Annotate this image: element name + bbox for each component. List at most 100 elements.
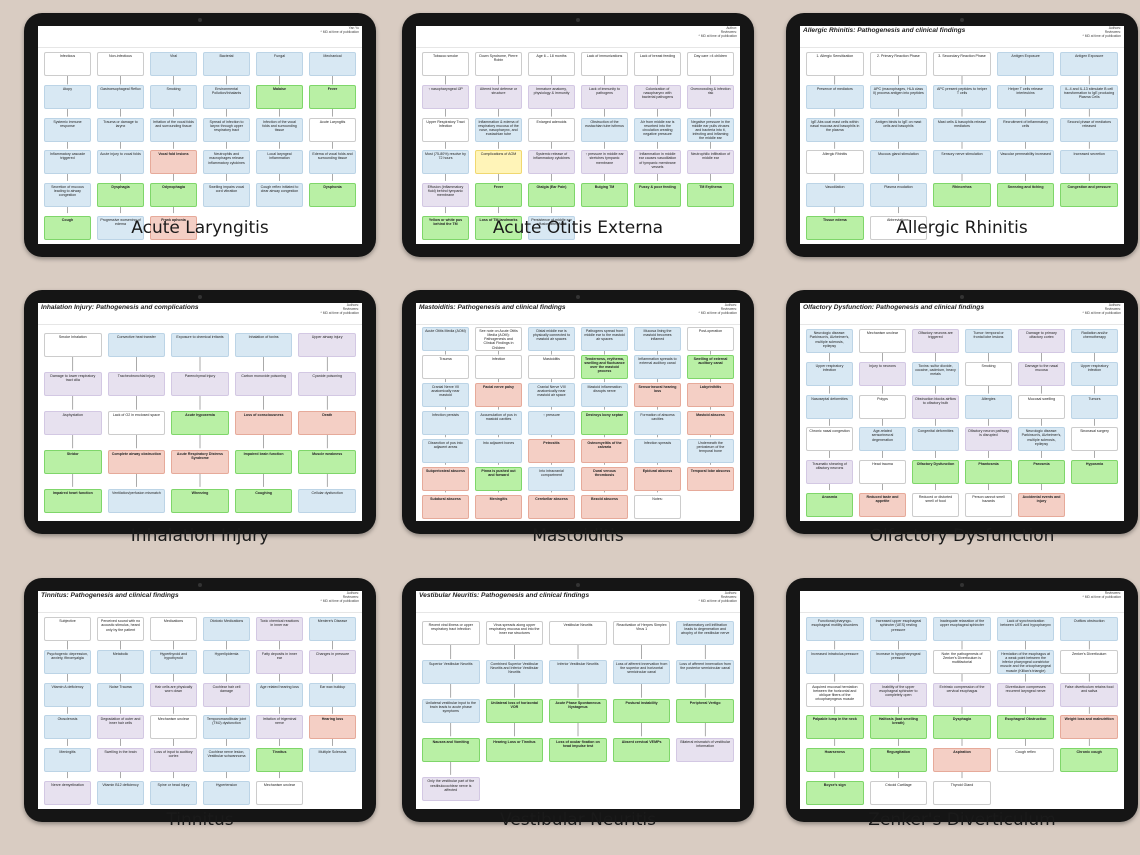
flow-node: Postural instability [612, 699, 671, 723]
infographic-header: Reviewers: * MD at time of publication [800, 591, 1124, 613]
flow-node: Bezold abscess [581, 495, 628, 519]
flowchart-nodes: Acute Otitis Media (AOM)See note on Acut… [419, 325, 737, 519]
flow-node: Hyperthyroid and hypothyroid [150, 650, 197, 674]
flow-node: Vestibular Neuritis [549, 620, 607, 645]
flow-node: See note on Acute Otitis Media (AOM): Pa… [475, 327, 522, 351]
tile-olfactory-dysfunction[interactable]: Olfactory Dysfunction: Pathogenesis and … [786, 290, 1138, 534]
flow-node: Damage to lower respiratory tract cilia [44, 371, 102, 396]
flow-node: Smoking [150, 85, 197, 109]
infographic-screen: Vestibular Neuritis: Pathogenesis and cl… [416, 591, 740, 809]
flow-node: Inflammation in middle ear causes vasodi… [634, 150, 681, 175]
flow-node: Vasodilation [806, 183, 864, 207]
flow-node: Viral [150, 52, 197, 77]
flow-node: Smoking [965, 362, 1012, 386]
flow-node: APC (macrophages, HLA class II) process … [869, 85, 928, 109]
infographic-title: Tinnitus: Pathogenesis and clinical find… [41, 592, 179, 599]
tile-mastoiditis[interactable]: Mastoiditis: Pathogenesis and clinical f… [402, 290, 754, 534]
flow-node: Swelling of external auditory canal [687, 355, 734, 379]
flow-node: Mucosa lining the mastoid becomes inflam… [634, 327, 681, 351]
infographic-screen: Inhalation Injury: Pathogenesis and comp… [38, 303, 362, 521]
flow-node: ↑ nasopharyngeal IJP [422, 85, 469, 109]
flow-node: Multiple Sclerosis [309, 748, 356, 772]
flow-node: Diverticulum compresses recurrent laryng… [996, 682, 1055, 707]
flow-node: Colonization of nasopharynx with bacteri… [634, 85, 681, 109]
infographic-title: Inhalation Injury: Pathogenesis and comp… [41, 304, 199, 311]
flow-node: Cyanide poisoning [298, 371, 356, 396]
flow-node: Sinonasal surgery [1071, 427, 1118, 452]
flow-node: Neurologic disease: Parkinson's, Alzheim… [806, 329, 853, 354]
flow-node: TM Erythema [687, 183, 734, 207]
flow-node: Thyroid Gland [933, 780, 991, 805]
flow-node: Exposure to chemical irritants [171, 332, 229, 357]
flow-node: Tumors [1071, 394, 1118, 419]
flow-node: Fatty deposits in inner ear [256, 650, 303, 674]
flow-node: Cricoid Cartilage [869, 780, 928, 805]
tile-caption: Olfactory Dysfunction [869, 526, 1055, 546]
flow-node: Environmental Pollution/Inhalants [203, 85, 250, 109]
flow-node: Perceived sound with no acoustic stimulu… [97, 617, 144, 642]
flow-node: Mucosal swelling [1018, 394, 1065, 419]
flow-node: Toxins: sulfur dioxide, cocaine, cadmium… [912, 362, 959, 386]
flow-node: Bacterial [203, 52, 250, 77]
flow-node: 1. Allergic Sensitization [806, 52, 864, 77]
flow-node: Increased secretion [1060, 150, 1118, 175]
flow-node: Lack of O2 in enclosed space [107, 411, 166, 435]
flow-node: Reduced or distorted smell of food [912, 492, 959, 517]
infographic-credits: Author: Reviewers: * MD at time of publi… [698, 26, 737, 38]
tile-inhalation-injury[interactable]: Inhalation Injury: Pathogenesis and comp… [24, 290, 376, 534]
flow-node: Irritation of the vocal folds and surrou… [150, 117, 197, 142]
flow-node: Boyce's sign [806, 780, 864, 805]
flow-node: Parosmia [1018, 460, 1065, 484]
infographic-screen: Olfactory Dysfunction: Pathogenesis and … [800, 303, 1124, 521]
flow-node: Head trauma [859, 460, 906, 484]
flow-node: Pathogens spread from middle ear to the … [581, 327, 628, 351]
flow-node: Temporal lobe abscess [687, 467, 734, 491]
flow-node: Most (75-80%) resolve by 72 hours [422, 150, 469, 175]
flow-node: Meningitis [44, 748, 91, 772]
flow-node: Ototoxic Medications [203, 617, 250, 642]
flow-node: Medications [150, 617, 197, 642]
flow-node: Fever [475, 183, 522, 207]
flow-node: Mast cells & basophils release mediators [933, 117, 991, 142]
flow-node: Increased upper esophageal sphincter (UE… [869, 617, 928, 642]
flow-node: Lack of immunizations [581, 52, 628, 77]
flow-node: Wheezing [171, 489, 229, 514]
flow-node: Sneezing and itching [996, 183, 1055, 207]
flow-node: Osteomyelitis of the calvaria [581, 439, 628, 463]
flowchart: Recent viral illness or upper respirator… [419, 613, 737, 806]
flow-node: Cochlear hair cell damage [203, 682, 250, 707]
flow-node: Asphyxiation [44, 411, 102, 435]
flow-node: Into adjacent bones [475, 439, 522, 463]
flow-node: Ear wax buildup [309, 682, 356, 707]
flow-node: Congenital deformities [912, 427, 959, 452]
flow-node: Spread of infection to larynx through up… [203, 117, 250, 142]
tablet-frame: Inhalation Injury: Pathogenesis and comp… [24, 290, 376, 534]
tile-acute-otitis-externa[interactable]: Author: Reviewers: * MD at time of publi… [402, 13, 754, 257]
flow-node: Non-infectious [97, 52, 144, 77]
flow-node: Distal middle ear is physically connecte… [528, 327, 575, 351]
infographic-header: Author: Reviewers: * MD at time of publi… [416, 26, 740, 48]
flowchart: Neurologic disease: Parkinson's, Alzheim… [803, 325, 1121, 518]
flow-node: Vocal fold lesions [150, 150, 197, 175]
flow-node: Destroys bony septae [581, 411, 628, 435]
flow-node: Age-related sensorineural degeneration [859, 427, 906, 452]
flow-node: Bilateral mismatch of vestibular informa… [676, 738, 734, 763]
flow-node: Noise Trauma [97, 682, 144, 707]
flow-node: Lack of breast feeding [634, 52, 681, 77]
flow-node: APC present peptides to helper T cells [933, 85, 991, 109]
flow-node: Radiation and/or chemotherapy [1071, 329, 1118, 354]
flow-node: Acute hypoxemia [171, 411, 229, 435]
flow-node: ↑ pressure in middle ear stretches tympa… [581, 150, 628, 175]
tile-tinnitus[interactable]: Tinnitus: Pathogenesis and clinical find… [24, 578, 376, 822]
tile-vestibular-neuritis[interactable]: Vestibular Neuritis: Pathogenesis and cl… [402, 578, 754, 822]
flow-node: Allergies [965, 394, 1012, 419]
tile-allergic-rhinitis[interactable]: Allergic Rhinitis: Pathogenesis and clin… [786, 13, 1138, 257]
flow-node: Aspiration [933, 748, 991, 772]
tablet-frame: Vestibular Neuritis: Pathogenesis and cl… [402, 578, 754, 822]
